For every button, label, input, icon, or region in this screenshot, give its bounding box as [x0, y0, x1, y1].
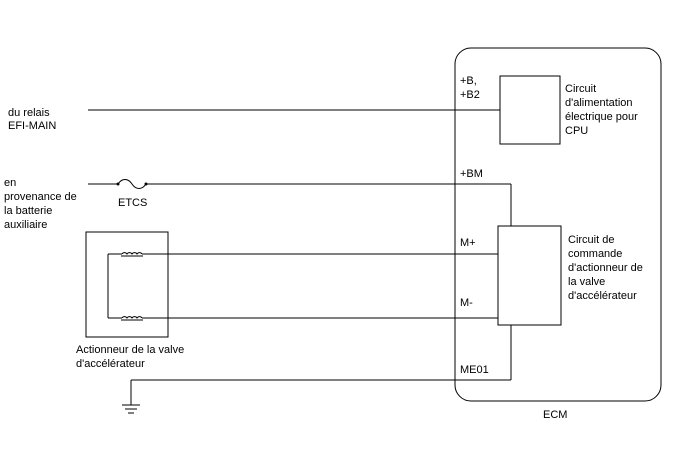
actuator-label: Actionneur de la valve d'accélérateur [76, 344, 187, 370]
fuse-label: ETCS [118, 197, 147, 209]
ecm-box [454, 47, 662, 402]
relay-source-label: du relais EFI-MAIN [8, 107, 56, 132]
ecm-label: ECM [543, 409, 567, 421]
terminal-b-b2: +B, +B2 [460, 75, 480, 101]
battery-source-label: en provenance de la batterie auxiliaire [4, 177, 80, 231]
fuse-icon [117, 179, 147, 189]
coil-top-icon [108, 252, 143, 257]
actuator-box [85, 231, 169, 338]
actuator-circuit-box [497, 225, 562, 326]
terminal-bm: +BM [460, 168, 483, 180]
terminal-me01: ME01 [460, 364, 489, 376]
coil-bottom-icon [108, 316, 143, 321]
power-circuit-label: Circuit d'alimentation électrique pour C… [565, 83, 641, 137]
power-circuit-box [499, 75, 561, 145]
terminal-m-minus: M- [460, 297, 473, 309]
fuse-end-left [116, 182, 120, 186]
ground-icon [122, 404, 140, 414]
actuator-circuit-label: Circuit de commande d'actionneur de la v… [568, 234, 646, 302]
terminal-m-plus: M+ [460, 237, 476, 249]
